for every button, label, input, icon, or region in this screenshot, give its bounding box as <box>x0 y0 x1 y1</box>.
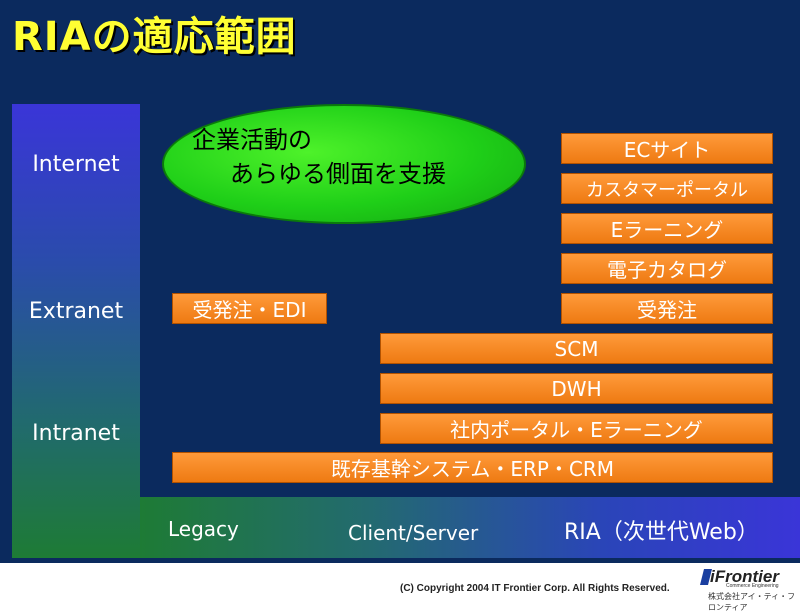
bar-dwh: DWH <box>380 373 773 404</box>
bar-ec-site: ECサイト <box>561 133 773 164</box>
x-label-legacy: Legacy <box>168 517 239 541</box>
bar-customer-portal: カスタマーポータル <box>561 173 773 204</box>
x-label-client-server: Client/Server <box>348 521 479 545</box>
y-label-internet: Internet <box>32 152 120 177</box>
y-axis-network-scope: Internet Extranet Intranet <box>12 104 140 558</box>
company-logo: iFrontier Commerce Engineering 株式会社アイ・ティ… <box>700 567 800 612</box>
bar-order-receiving: 受発注 <box>561 293 773 324</box>
footer: (C) Copyright 2004 IT Frontier Corp. All… <box>0 563 800 612</box>
logo-text: iFrontier <box>710 567 779 586</box>
y-label-extranet: Extranet <box>28 299 124 324</box>
logo-mark-icon <box>700 569 712 585</box>
enterprise-support-ellipse: 企業活動の あらゆる側面を支援 <box>162 104 526 224</box>
x-label-ria: RIA（次世代Web） <box>564 520 759 545</box>
logo-company: 株式会社アイ・ティ・フロンティア <box>708 592 796 612</box>
y-label-intranet: Intranet <box>32 421 120 446</box>
bar-order-edi: 受発注・EDI <box>172 293 327 324</box>
logo-tagline: Commerce Engineering <box>726 583 779 589</box>
copyright-text: (C) Copyright 2004 IT Frontier Corp. All… <box>400 583 670 594</box>
ellipse-line-1: 企業活動の <box>192 126 312 154</box>
ellipse-line-2: あらゆる側面を支援 <box>230 160 446 188</box>
bar-scm: SCM <box>380 333 773 364</box>
bar-e-catalog: 電子カタログ <box>561 253 773 284</box>
bar-legacy-systems: 既存基幹システム・ERP・CRM <box>172 452 773 483</box>
bar-intranet-portal: 社内ポータル・Eラーニング <box>380 413 773 444</box>
slide-title: RIAの適応範囲 <box>12 14 297 60</box>
x-axis-architecture: Legacy Client/Server RIA（次世代Web） <box>140 497 800 558</box>
slide: RIAの適応範囲 Internet Extranet Intranet Lega… <box>0 0 800 563</box>
bar-e-learning: Eラーニング <box>561 213 773 244</box>
